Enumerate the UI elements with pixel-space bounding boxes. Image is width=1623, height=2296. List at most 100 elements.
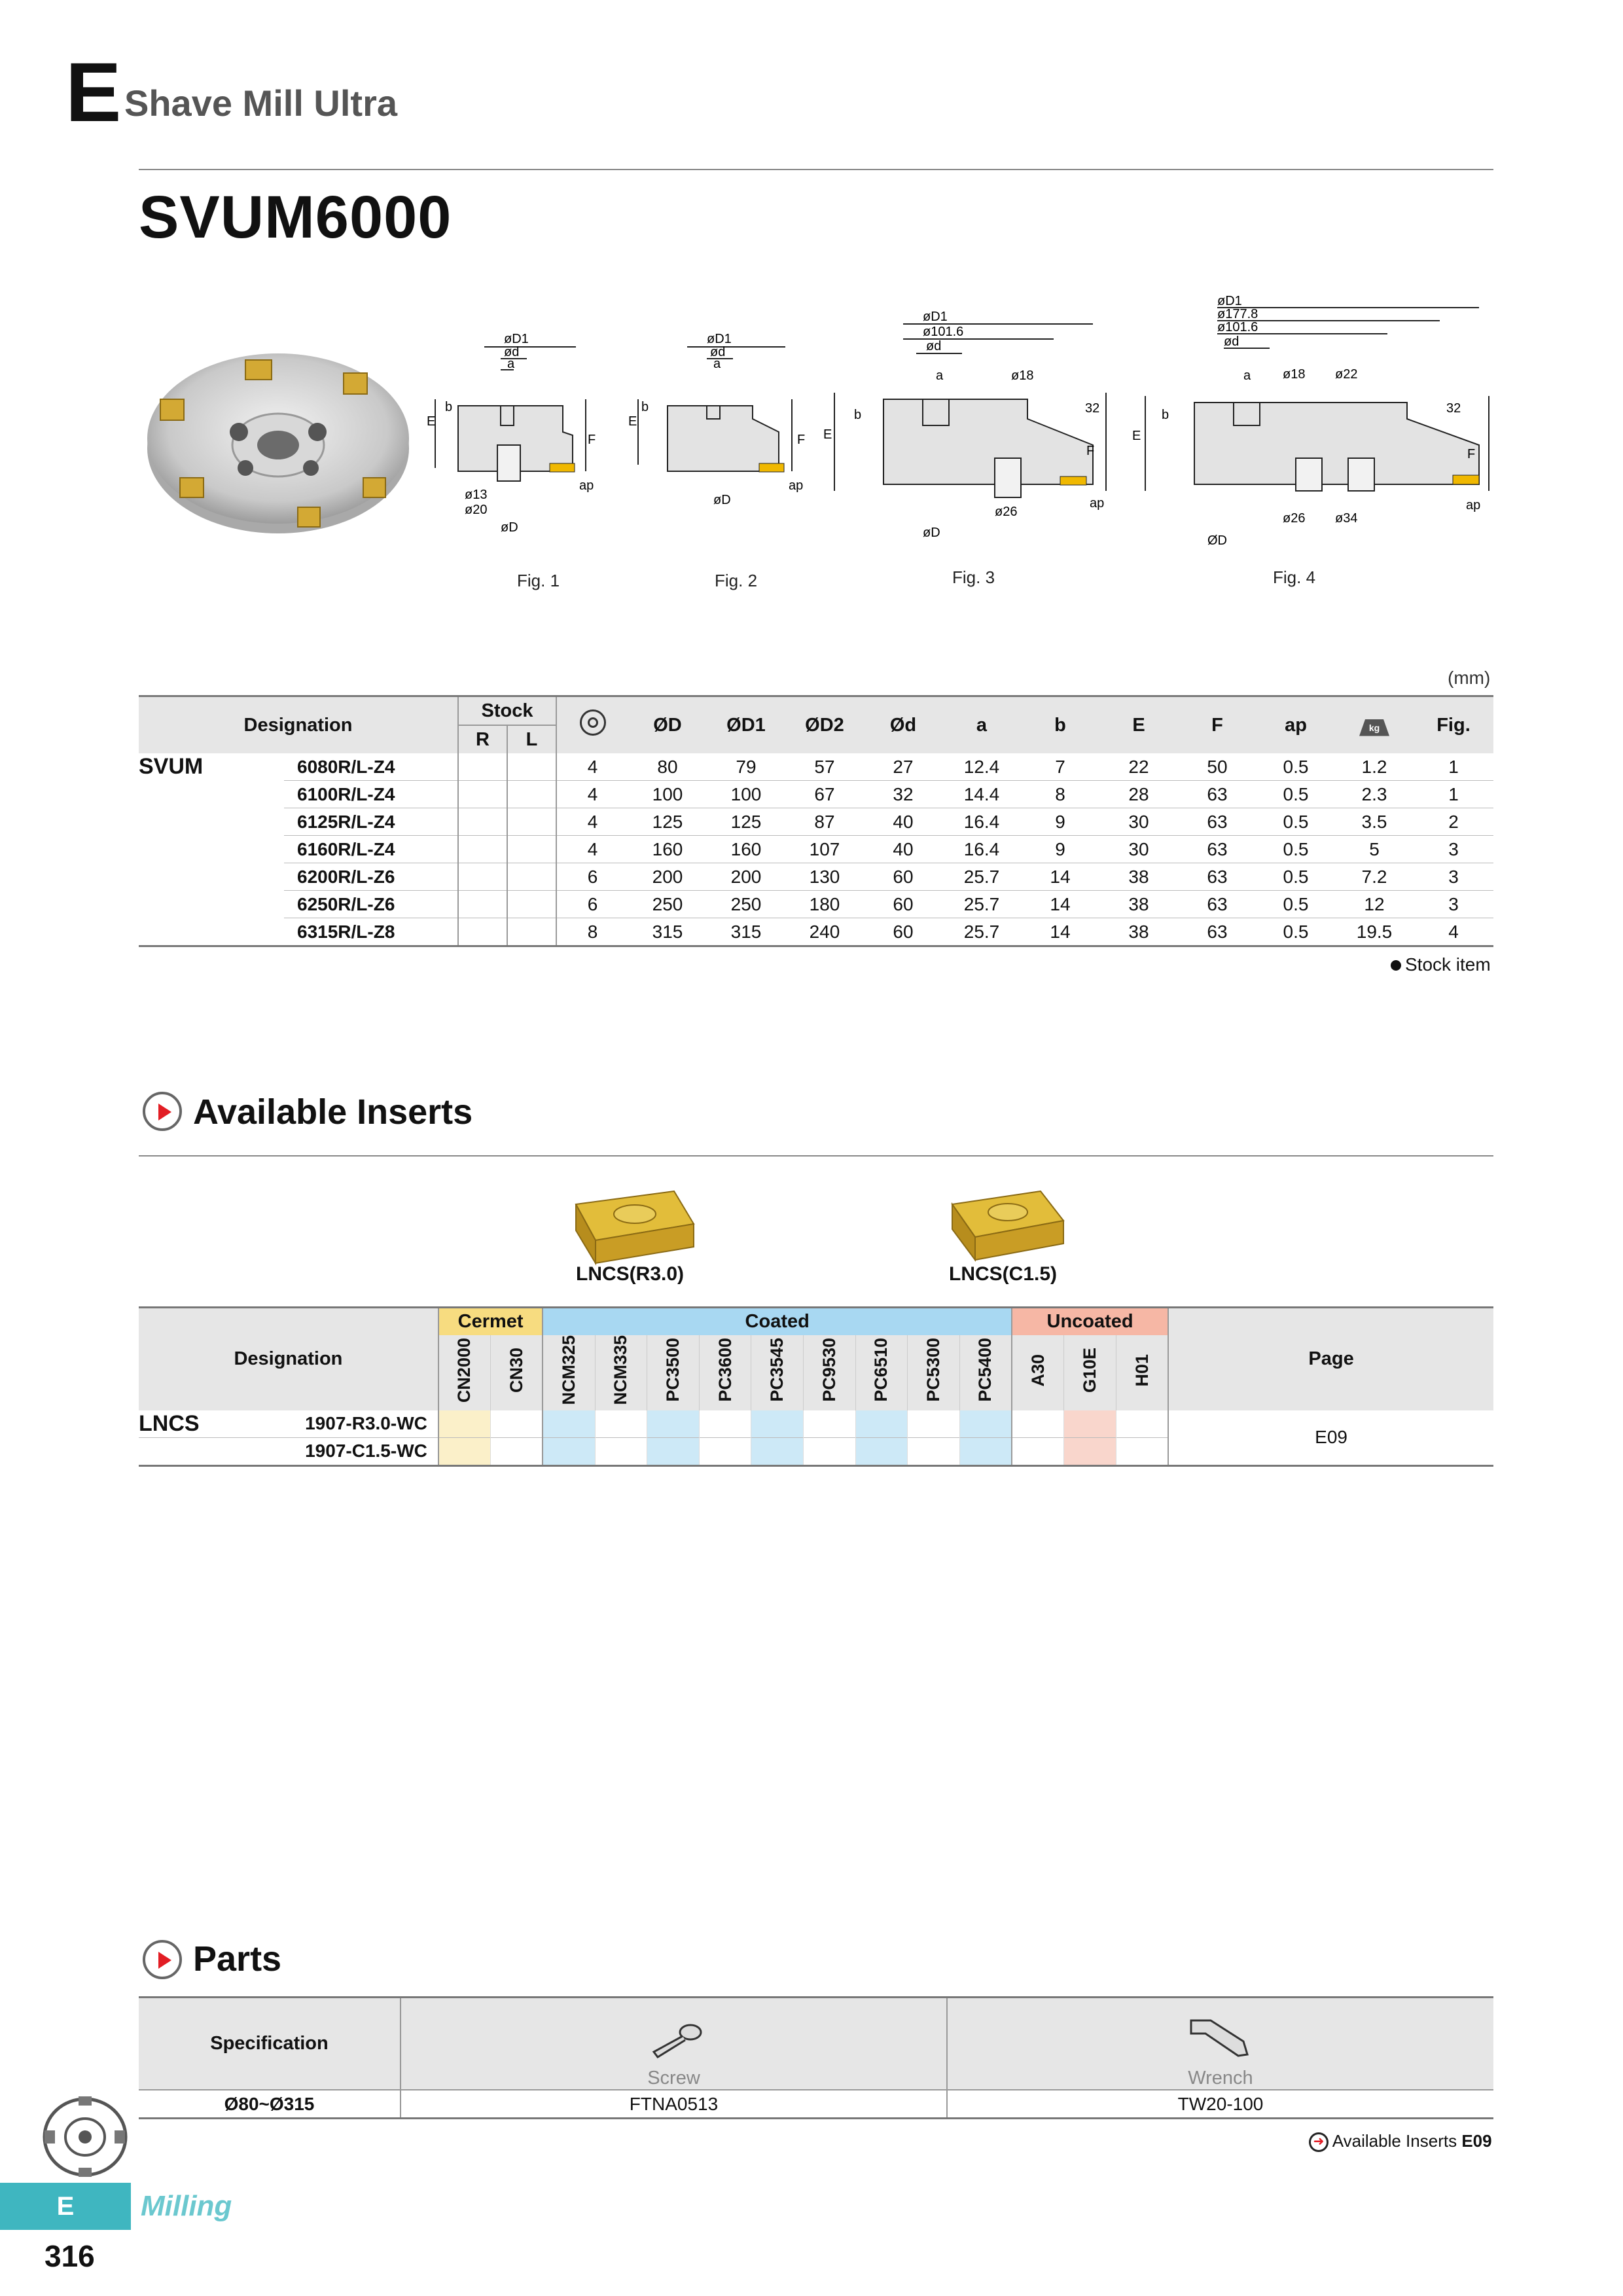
grade-label: PC9530 [819, 1338, 839, 1403]
grade-cell[interactable] [803, 1410, 856, 1438]
fig4-drawing: øD1 ø177.8 ø101.6 ød a ø18 ø22 b E 32 F … [1132, 295, 1489, 548]
spec-cell: 3 [1414, 863, 1493, 891]
fig4-e: E [1132, 429, 1141, 443]
spec-cell: 200 [628, 863, 707, 891]
grade-cell[interactable] [542, 1410, 595, 1438]
col-stock-l: L [507, 725, 557, 753]
spec-cell: 0.5 [1257, 890, 1335, 918]
grade-cell[interactable] [803, 1437, 856, 1466]
footer-chapter-tab[interactable]: E [0, 2183, 131, 2230]
grade-label: PC3600 [715, 1338, 735, 1403]
ref-label: Available Inserts [1332, 2131, 1457, 2151]
spec-cell: 63 [1178, 780, 1257, 808]
grade-cell[interactable] [1115, 1410, 1169, 1438]
fig2-b: b [641, 400, 649, 414]
grade-cell[interactable] [647, 1437, 700, 1466]
spec-cell: 8 [1021, 780, 1099, 808]
grade-cell[interactable] [490, 1437, 543, 1466]
grade-cell[interactable] [1063, 1437, 1116, 1466]
parts-section-icon [143, 1940, 182, 1979]
inserts-table: Designation Cermet Coated Uncoated Page … [139, 1308, 1493, 1467]
grade-cell[interactable] [594, 1410, 647, 1438]
grade-header: G10E [1063, 1335, 1116, 1410]
fig3-d1: øD1 [923, 310, 948, 324]
chapter-letter: E [65, 46, 122, 139]
grade-cell[interactable] [907, 1437, 960, 1466]
grade-cell[interactable] [855, 1410, 908, 1438]
designation-cell: 6125R/L-Z4 [284, 808, 458, 836]
fig2-f: F [797, 433, 805, 447]
fig4-d101: ø101.6 [1217, 320, 1258, 334]
insert-r30-label: LNCS(R3.0) [576, 1263, 685, 1285]
grade-cell[interactable] [437, 1410, 491, 1438]
insert-c15-image [951, 1190, 1065, 1263]
insert-page-ref[interactable]: E09 [1315, 1427, 1347, 1448]
fig1-a: a [507, 357, 515, 371]
spec-cell: 125 [628, 808, 707, 836]
grade-cell[interactable] [490, 1410, 543, 1438]
grade-cell[interactable] [647, 1410, 700, 1438]
designation-cell: 6250R/L-Z6 [284, 890, 458, 918]
grade-cell[interactable] [751, 1410, 804, 1438]
ref-available-inserts[interactable]: ➜ Available Inserts E09 [1309, 2131, 1492, 2153]
col-stock: Stock [457, 697, 557, 726]
stock-l-cell [507, 918, 557, 946]
fig4-d177: ø177.8 [1217, 307, 1258, 321]
stock-r-cell [457, 890, 507, 918]
grade-cell[interactable] [542, 1437, 595, 1466]
grade-cell[interactable] [751, 1437, 804, 1466]
insert-designation: 1907-R3.0-WC [305, 1413, 427, 1434]
grade-cell[interactable] [855, 1437, 908, 1466]
grade-cell[interactable] [1115, 1437, 1169, 1466]
grade-cell[interactable] [594, 1437, 647, 1466]
grade-cell[interactable] [959, 1410, 1012, 1438]
col-fig: Fig. [1414, 697, 1493, 753]
grade-cell[interactable] [907, 1410, 960, 1438]
spec-table: Designation Stock ØD ØD1 ØD2 Ød a b E F … [139, 697, 1493, 947]
inserts-section-icon [143, 1092, 182, 1131]
spec-cell: 27 [864, 753, 942, 781]
model-title: SVUM6000 [139, 184, 452, 251]
fig1-dd: ød [504, 345, 519, 359]
spec-cell: 8 [556, 918, 628, 946]
footer-cutter-thumbnail [43, 2096, 128, 2177]
grade-cell[interactable] [437, 1437, 491, 1466]
grade-cell[interactable] [959, 1437, 1012, 1466]
unit-label: (mm) [1448, 668, 1491, 688]
chapter-subtitle: Shave Mill Ultra [124, 82, 398, 124]
screw-label: Screw [647, 2068, 700, 2089]
fig4-d22: ø22 [1335, 367, 1357, 382]
fig1-dD: øD [501, 520, 518, 535]
spec-cell: 50 [1178, 753, 1257, 781]
grade-cell[interactable] [1011, 1437, 1064, 1466]
page-number: 316 [45, 2239, 95, 2273]
wrench-icon [1190, 2019, 1249, 2057]
grade-cell[interactable] [1063, 1410, 1116, 1438]
fig4-f: F [1467, 447, 1475, 461]
grade-cell[interactable] [698, 1410, 751, 1438]
grade-cell[interactable] [1011, 1410, 1064, 1438]
spec-cell: 63 [1178, 808, 1257, 836]
fig4-d34: ø34 [1335, 511, 1357, 526]
spec-cell: 0.5 [1257, 808, 1335, 836]
stock-l-cell [507, 863, 557, 891]
col-E: E [1099, 697, 1178, 753]
series-name: SVUM [139, 754, 204, 780]
fig3-d26: ø26 [995, 505, 1017, 519]
fig2-drawing: øD1 ød a b E F ap øD [628, 332, 805, 507]
fig3-drawing: øD1 ø101.6 ød a ø18 b E 32 F ap ø26 øD [823, 310, 1107, 540]
grade-label: PC3500 [662, 1338, 683, 1403]
fig3-b: b [854, 408, 861, 422]
ref-arrow-icon: ➜ [1309, 2132, 1329, 2153]
spec-cell: 63 [1178, 890, 1257, 918]
spec-cell: 38 [1099, 890, 1178, 918]
grade-cell[interactable] [698, 1437, 751, 1466]
grade-label: CN2000 [454, 1337, 474, 1403]
spec-cell: 16.4 [942, 808, 1021, 836]
col-designation: Designation [139, 697, 458, 753]
